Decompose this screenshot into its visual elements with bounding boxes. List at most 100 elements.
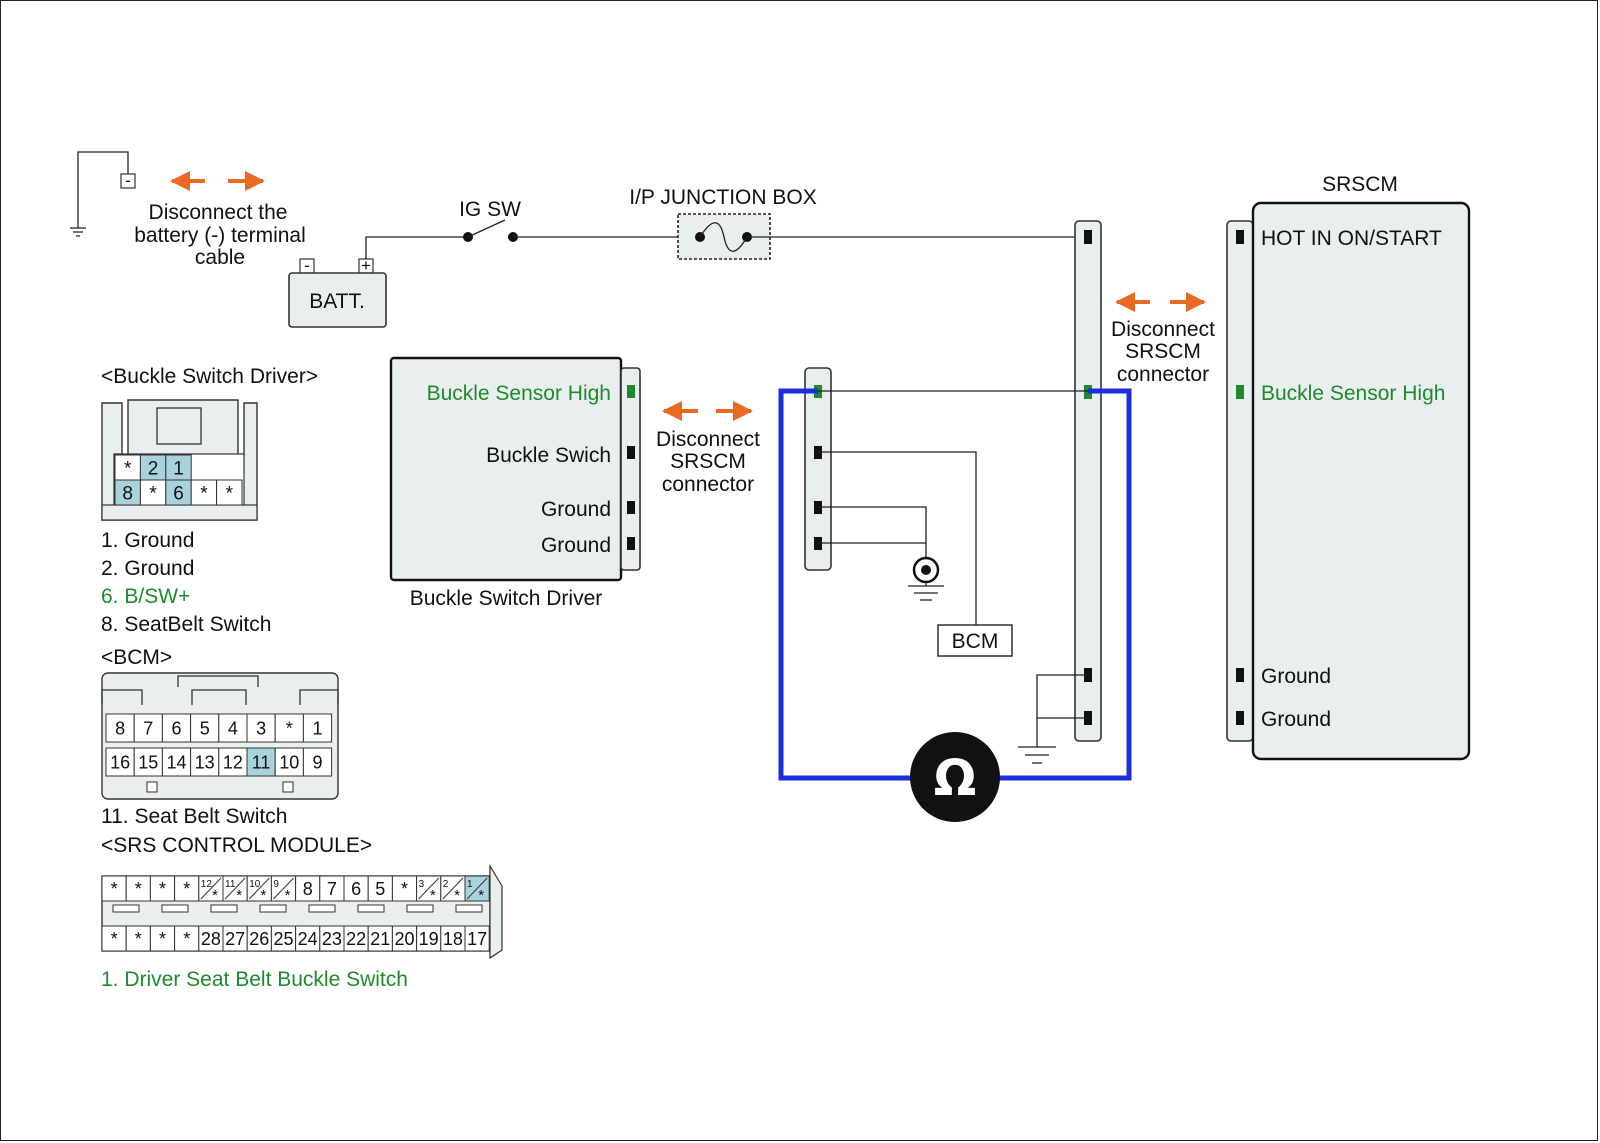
battery-note-line1: Disconnect the (149, 201, 288, 224)
connector-pin-cell (149, 925, 176, 952)
connector-pin-cell (216, 479, 243, 506)
connector-pin-cell (319, 925, 345, 952)
connector-pin-cell (343, 875, 369, 902)
connector-pin-cell (302, 713, 333, 743)
legend-buckle-item-2: 2. Ground (101, 557, 194, 580)
connector-pin-label: 3 (419, 879, 425, 890)
connector-pin-cell (391, 925, 418, 952)
connector-pin-label: 12 (223, 752, 243, 772)
connector-pin-label: 8 (303, 879, 313, 899)
battery-label: BATT. (309, 290, 365, 313)
connector-pin-label: 1 (173, 459, 184, 480)
srscm-pin-buckle-high-label: Buckle Sensor High (1261, 382, 1445, 405)
connector-pin-label: 15 (138, 752, 158, 772)
connector-pin-label: 21 (370, 929, 390, 949)
connector-pin-label: * (286, 718, 293, 738)
disconnect-srscm-right-line1: Disconnect (1111, 318, 1215, 341)
connector-pin-label: 2 (148, 459, 159, 480)
connector-pin-label: 11 (225, 879, 236, 890)
connector-pin-cell (464, 925, 490, 952)
battery-terminal-minus: - (125, 171, 131, 190)
battery-note-line2: battery (-) terminal (134, 224, 306, 247)
disconnect-srscm-mid-line3: connector (662, 473, 754, 496)
bcm-box-label: BCM (952, 630, 999, 653)
wire-battery-igsw (365, 236, 468, 259)
connector-pin-label: * (159, 929, 166, 949)
connector-pin-asterisk: * (478, 887, 484, 904)
connector-pin-label: 16 (110, 752, 130, 772)
connector-pin-cell (222, 925, 248, 952)
body-ground-symbol (908, 556, 944, 601)
connector-pin-label: * (159, 879, 166, 899)
connector-pin-label: * (183, 929, 190, 949)
connector-pin-label: 11 (252, 752, 271, 772)
battery-plus-label: + (361, 256, 371, 275)
driver-pin-ground1-label: Ground (541, 498, 611, 521)
connector-pin-cell (133, 713, 163, 743)
connector-pin-asterisk: * (454, 887, 460, 904)
legend-bcm-title: <BCM> (101, 646, 172, 669)
srscm-module (1251, 201, 1471, 761)
buckle-switch-driver-connector (620, 367, 641, 571)
disconnect-srscm-mid-line1: Disconnect (656, 428, 760, 451)
connector-pin-cell (367, 875, 393, 902)
wire-ground1 (1036, 674, 1088, 747)
connector-pin-label: * (226, 484, 234, 505)
connector-pin-cell (274, 747, 304, 777)
connector-pin-slash (224, 877, 246, 900)
legend-bcm-item-1: 11. Seat Belt Switch (101, 805, 287, 828)
connector-pin-cell (190, 747, 220, 777)
connector-pin-slash (442, 877, 464, 900)
connector-pin-label: 9 (273, 879, 279, 890)
driver-pin-high-label: Buckle Sensor High (427, 382, 611, 405)
connector-pin-label: 28 (201, 929, 221, 949)
ignition-switch (463, 219, 518, 242)
wire-ground-a (818, 506, 927, 558)
connector-pin-cell (246, 925, 272, 952)
junction-box-label: I/P JUNCTION BOX (629, 186, 816, 209)
connector-pin-asterisk: * (260, 887, 266, 904)
connector-pin-label: 13 (195, 752, 215, 772)
connector-pin-cell (218, 713, 248, 743)
connector-pin-label: * (401, 879, 408, 899)
battery-ground-symbol: - (70, 151, 136, 237)
connector-pin-label: 8 (122, 484, 133, 505)
connector-pin-cell (101, 875, 127, 902)
probe-wire-left (778, 388, 912, 781)
connector-pin-label: 6 (351, 879, 361, 899)
connector-pin-label: 20 (394, 929, 414, 949)
srscm-pin-ground2 (1236, 711, 1244, 725)
connector-pin-label: 10 (279, 752, 299, 772)
srscm-title: SRSCM (1322, 173, 1398, 196)
connector-pin-label: 9 (312, 752, 322, 772)
connector-pin-label: 5 (200, 718, 210, 738)
connector-pin-label: 12 (201, 879, 213, 890)
connector-pin-cell (133, 747, 163, 777)
connector-pin-cell (302, 747, 333, 777)
legend-srs-item-1: 1. Driver Seat Belt Buckle Switch (101, 968, 408, 991)
srscm-pin-hot-label: HOT IN ON/START (1261, 227, 1442, 250)
connector-pin-slash (248, 877, 270, 900)
legend-buckle-item-4: 8. SeatBelt Switch (101, 613, 271, 636)
connector-pin-cell (295, 925, 321, 952)
connector-pin-cell (246, 747, 276, 777)
connector-pin-cell (139, 454, 167, 481)
connector-pin-label: * (149, 484, 157, 505)
legend-buckle-item-1: 1. Ground (101, 529, 194, 552)
connector-pin-cell (101, 925, 127, 952)
probe-wire-right (998, 388, 1132, 781)
connector-pin-label: 25 (273, 929, 293, 949)
connector-pin-slash (200, 877, 222, 900)
disconnect-srscm-mid-line2: SRSCM (670, 450, 746, 473)
connector-pin-label: 2 (443, 879, 449, 890)
srscm-pin-ground1-label: Ground (1261, 665, 1331, 688)
srscm-pin-ground2-label: Ground (1261, 708, 1331, 731)
srscm-harness-connector (1074, 220, 1102, 742)
ohmmeter: Ω (910, 732, 1000, 822)
driver-pin-ground1 (627, 501, 635, 514)
connector-pin-cell (416, 925, 442, 952)
connector-pin-label: 19 (419, 929, 439, 949)
